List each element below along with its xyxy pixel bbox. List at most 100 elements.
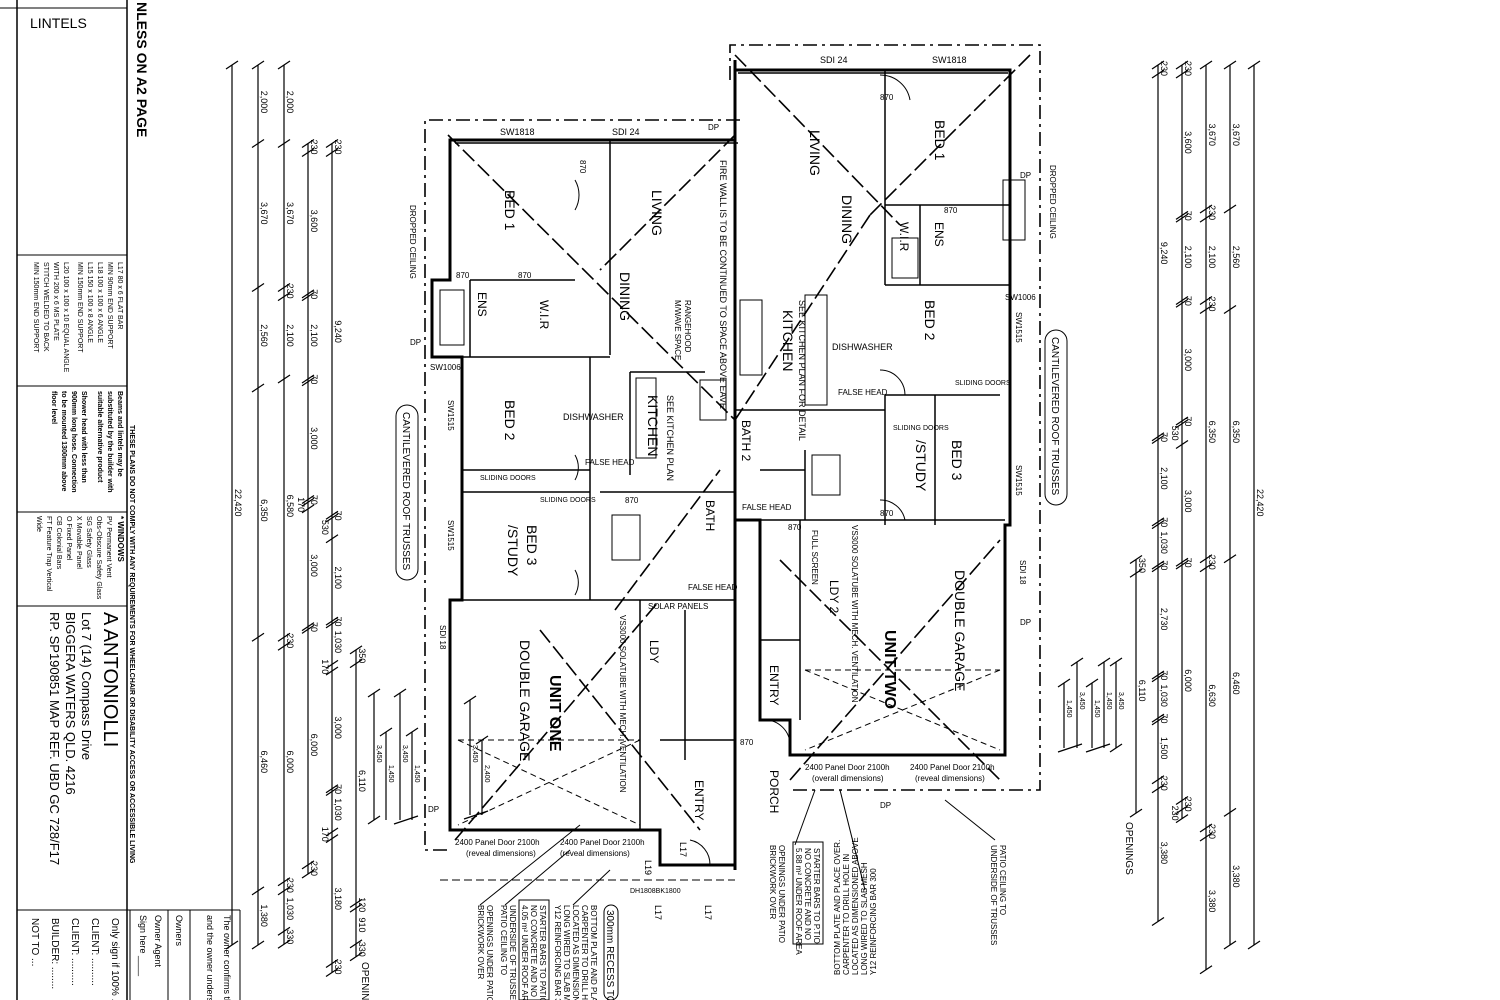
sub-dimension-value: 1,450 bbox=[1105, 692, 1112, 710]
room-porch: PORCH bbox=[767, 770, 781, 813]
solatube-label: VS3000 SOLATUBE WITH MECH. VENTILATION bbox=[850, 525, 859, 703]
compliance-note: THESE PLANS DO NOT COMPLY WITH ANY REQUI… bbox=[128, 425, 135, 864]
dimension-tick bbox=[1223, 204, 1237, 214]
note-line: BRICKWORK OVER bbox=[476, 905, 485, 979]
sign-line[interactable]: BUILDER: ........ bbox=[49, 918, 60, 989]
dimension-tick bbox=[463, 695, 477, 705]
dimension-tick bbox=[325, 616, 339, 626]
dimension-strings-right: 22,4203,6702,5606,3506,4603,3803,6702302… bbox=[1129, 60, 1265, 975]
note-line: Y12 REINFORCING BAR 300 bbox=[869, 868, 878, 975]
lintels-title: LINTELS bbox=[30, 15, 87, 31]
dishwasher-label: DISHWASHER bbox=[563, 412, 624, 422]
dimension-value: 350 bbox=[357, 648, 367, 663]
sign-line[interactable]: CLIENT: .......... bbox=[69, 918, 80, 986]
dimension-value: 230 bbox=[309, 861, 319, 876]
note-line: STARTER BARS TO P.TIO bbox=[812, 848, 821, 944]
dimension-tick bbox=[1199, 823, 1213, 833]
room-kitchen: KITCHEN bbox=[645, 395, 661, 456]
callout-notes: BRICKWORK OVER OPENINGS UNDER PATIO PATI… bbox=[476, 789, 1007, 1000]
dimension-value: 2,100 bbox=[1159, 467, 1169, 490]
room-living: LIVING bbox=[807, 130, 823, 176]
windows-note: X Movable Panel bbox=[75, 516, 82, 569]
dimension-tick bbox=[1151, 916, 1165, 926]
note-line: UNDERSIDE OF TRUSSES bbox=[508, 905, 517, 1000]
dimension-value: 2,560 bbox=[259, 324, 269, 347]
dimension-value: 170 bbox=[296, 497, 306, 512]
room-dining: DINING bbox=[617, 272, 633, 321]
dimension-tick bbox=[1223, 60, 1237, 70]
dimension-value: 2,560 bbox=[1231, 246, 1241, 269]
window-label: SDI 24 bbox=[820, 55, 848, 65]
sliding-doors-label: SLIDING DOORS bbox=[540, 497, 596, 504]
sliding-doors-label: SLIDING DOORS bbox=[955, 380, 1011, 387]
owner-name: A ANTONIOLLI bbox=[99, 612, 121, 747]
dimension-value: 70 bbox=[1159, 432, 1169, 442]
room-bed-1: BED 1 bbox=[502, 190, 518, 231]
lintel-note: L20 100 x 100 x 10 EQUAL ANGLE bbox=[62, 262, 69, 373]
dimension-value: 350 bbox=[1137, 558, 1147, 573]
dimension-value: 6,350 bbox=[1207, 421, 1217, 444]
dimension-tick bbox=[301, 148, 315, 158]
dimension-tick bbox=[1199, 60, 1213, 70]
windows-note: PV Permanent Vent bbox=[105, 516, 112, 578]
sub-dimensions-left: 3,450 1,450 3,450 1,450 3,450 2,400 bbox=[367, 688, 490, 825]
room-laundry-2: LDY 2 bbox=[827, 580, 841, 613]
solatube-label: VS3000 SOLATUBE WITH MECH. VENTILATION bbox=[618, 615, 627, 793]
dimension-tick bbox=[277, 139, 291, 149]
windows-legend-title: * WINDOWS bbox=[116, 516, 125, 562]
dimension-tick bbox=[1199, 554, 1213, 564]
dimension-tick bbox=[1199, 296, 1213, 306]
note-line: PATIO CEILING TO bbox=[499, 905, 508, 975]
window-label: SDI 18 bbox=[1018, 560, 1027, 585]
dimension-strings-left: 22,4202,0003,6702,5606,3506,4601,3802,00… bbox=[225, 60, 367, 977]
dimension-tick bbox=[1175, 814, 1189, 824]
downpipe-label: DP bbox=[1020, 618, 1031, 627]
general-note: to be mounted 1300mm above bbox=[60, 391, 67, 491]
note-line: LONG WIRED TO SLAB MESH bbox=[562, 905, 571, 1000]
dimension-value: 530 bbox=[320, 520, 330, 535]
dimension-value: 3,670 bbox=[1207, 124, 1217, 147]
note-line: CARPENTER TO DRILL HOLE IN bbox=[842, 854, 851, 975]
dimension-value: 6,000 bbox=[1183, 669, 1193, 692]
dimension-tick bbox=[367, 688, 381, 698]
dimension-value: 170 bbox=[320, 659, 330, 674]
sign-small-note: Sign here ____ bbox=[138, 915, 148, 977]
note-line: CARPENTER TO DRILL HOLE IN bbox=[580, 905, 589, 1000]
false-head-label: FALSE HEAD bbox=[838, 388, 888, 397]
dimension-tick bbox=[251, 632, 265, 642]
dimension-tick bbox=[1151, 716, 1165, 726]
window-label: SW1006 bbox=[1005, 293, 1036, 302]
dimension-value: 230 bbox=[333, 140, 343, 155]
dimension-tick bbox=[1247, 940, 1261, 950]
room-bed-3: BED 3 bbox=[524, 525, 540, 566]
dimension-tick bbox=[301, 624, 315, 634]
room-study: /STUDY bbox=[505, 525, 521, 577]
dimension-tick bbox=[1199, 563, 1213, 573]
dimension-tick bbox=[349, 898, 363, 908]
dimension-tick bbox=[1151, 784, 1165, 794]
dimension-tick bbox=[393, 688, 407, 698]
dimension-value: 70 bbox=[333, 617, 343, 627]
dimension-tick bbox=[1151, 713, 1165, 723]
sign-line[interactable]: CLIENT: .......... bbox=[89, 918, 100, 986]
dimension-tick bbox=[1175, 805, 1189, 815]
sub-dimension-value: 3,450 bbox=[375, 745, 382, 763]
dimension-tick bbox=[405, 727, 419, 737]
window-label: SDI 24 bbox=[612, 127, 640, 137]
note-line: NO CONCRETE AND NO bbox=[529, 905, 538, 997]
dimension-value: 3,380 bbox=[1231, 865, 1241, 888]
window-label: SW1818 bbox=[500, 127, 535, 137]
dimension-value: 3,670 bbox=[1231, 124, 1241, 147]
dimension-value: 3,670 bbox=[285, 202, 295, 225]
lintel-tag: L17 bbox=[653, 905, 663, 920]
dimension-value: 70 bbox=[333, 784, 343, 794]
garage-door-note: (reveal dimensions) bbox=[560, 849, 630, 858]
unit-two-label: UNIT TWO bbox=[881, 630, 898, 709]
dropped-ceiling-label: DROPPED CEILING bbox=[408, 205, 417, 279]
note-line: LOCATED AS DIMENSIONED bbox=[571, 905, 580, 1000]
sub-dimension-value: 3,450 bbox=[471, 745, 478, 763]
door-width: 870 bbox=[788, 523, 802, 532]
dimension-value: 70 bbox=[1159, 517, 1169, 527]
